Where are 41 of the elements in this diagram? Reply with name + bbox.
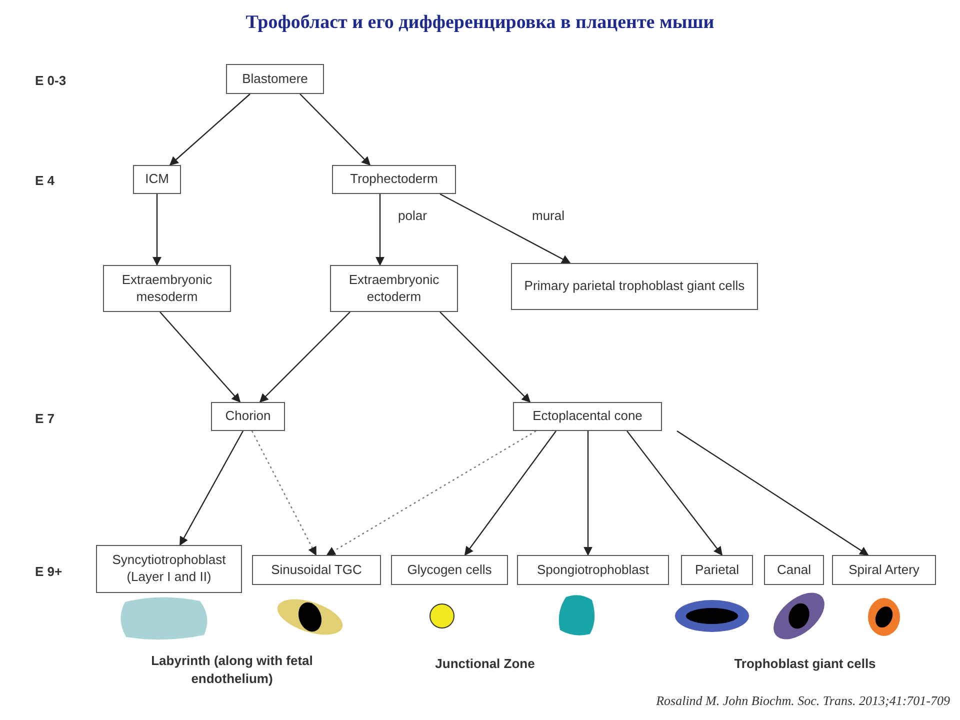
process-box: Chorion [211,402,285,431]
process-box: ICM [133,165,181,194]
stage-label: E 7 [35,410,55,428]
zone-label: Labyrinth (along with fetal endothelium) [150,652,314,688]
process-box: Spiral Artery [832,555,936,585]
arrow [676,430,869,556]
process-box: Extraembryonic mesoderm [103,265,231,312]
arrow [179,430,244,546]
arrow [152,194,162,266]
process-box: Ectoplacental cone [513,402,662,431]
process-box: Blastomere [226,64,324,94]
citation: Rosalind M. John Biochm. Soc. Trans. 2013;41:701-709 [656,693,950,709]
edge-label: mural [530,208,567,223]
zone-label: Trophoblast giant cells [733,655,877,673]
stage-label: E 4 [35,172,55,190]
arrow [626,430,723,556]
process-box: Sinusoidal TGC [252,555,381,585]
arrow [326,430,536,556]
arrow [259,312,350,403]
arrow [464,430,556,556]
process-box: Trophectoderm [332,165,456,194]
arrow [160,312,241,403]
process-box: Canal [764,555,824,585]
edge-label: polar [396,208,429,223]
zone-label: Junctional Zone [434,655,536,673]
stage-label: E 0-3 [35,72,66,90]
process-box: Extraembryonic ectoderm [330,265,458,312]
arrow [169,94,250,166]
arrow [300,94,371,166]
title: Трофобласт и его дифференцировка в плаценте мыши [244,12,716,34]
process-box: Spongiotrophoblast [517,555,669,585]
arrow [251,430,317,556]
arrow [584,431,592,556]
arrow [440,193,571,264]
arrow [440,312,531,403]
stage-label: E 9+ [35,563,62,581]
process-box: Glycogen cells [391,555,508,585]
process-box: Parietal [681,555,753,585]
process-box: Syncytiotrophoblast (Layer I and II) [96,545,242,593]
process-box: Primary parietal trophoblast giant cells [511,263,758,310]
arrow [376,194,384,266]
